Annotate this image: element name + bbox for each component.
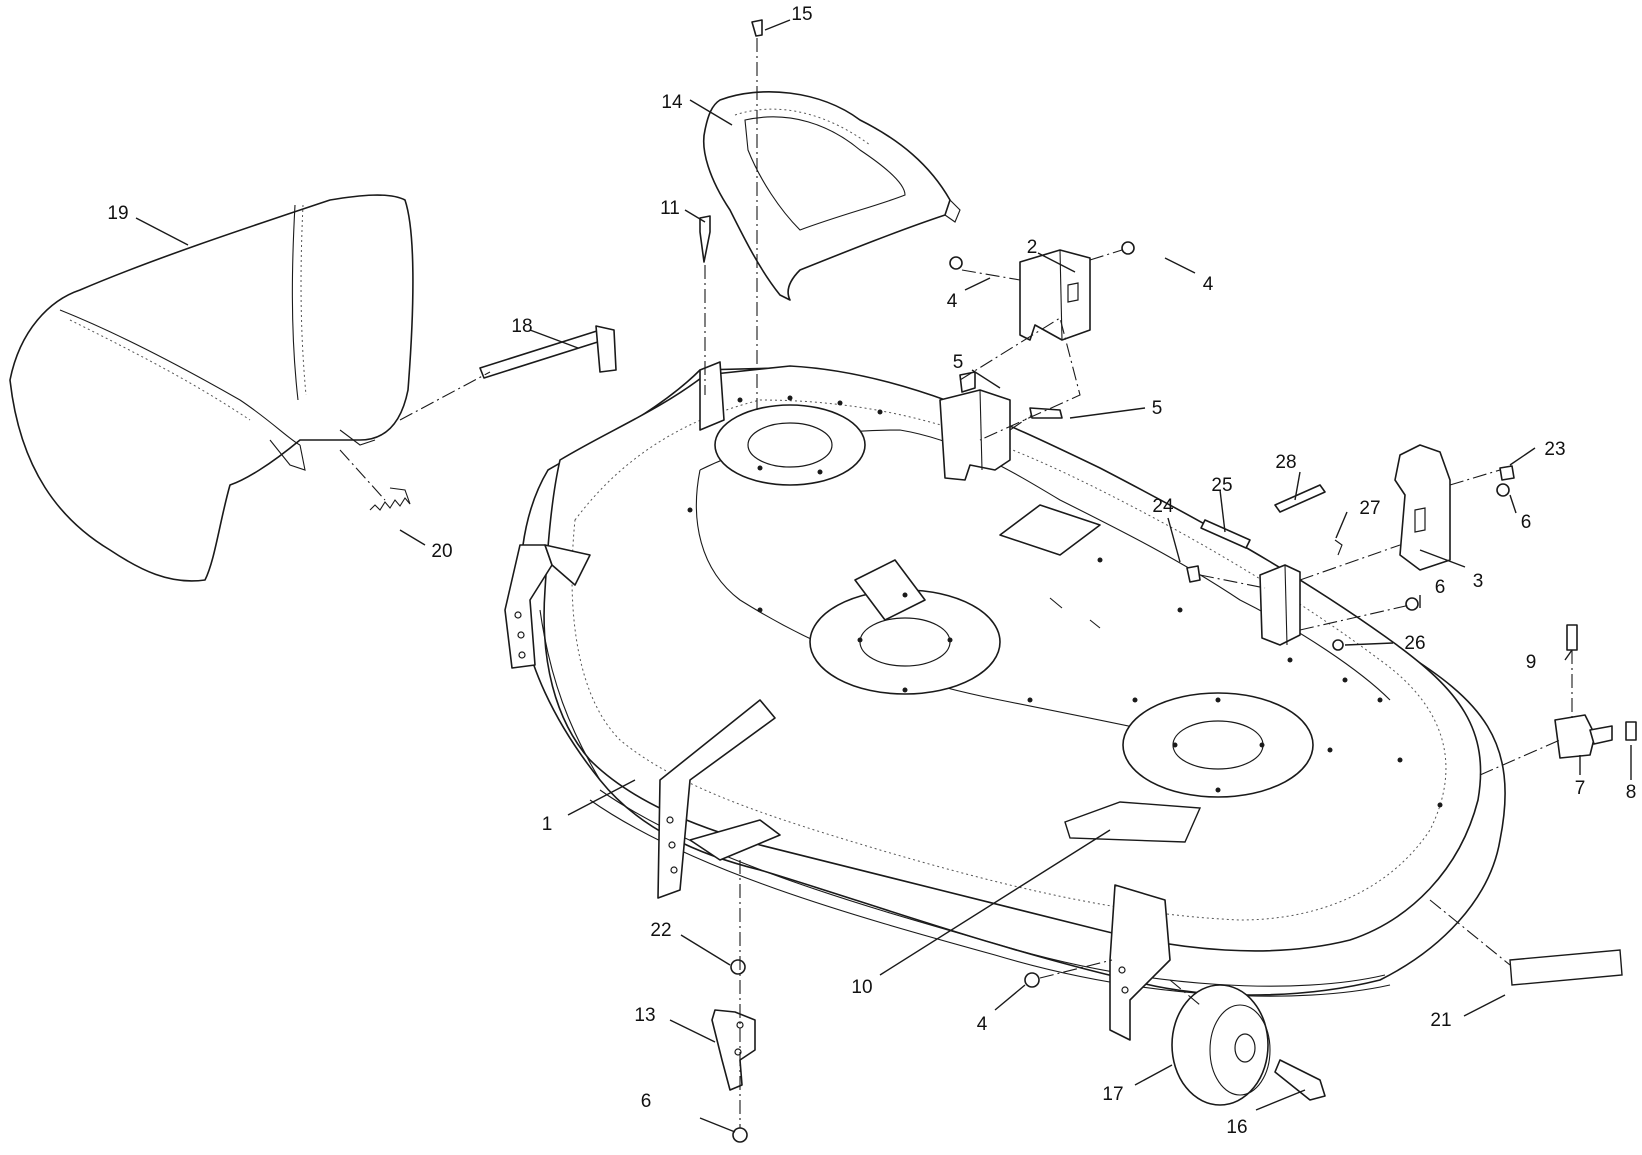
- assembly-lines: [339, 38, 1573, 1128]
- callout-25: 25: [1211, 475, 1232, 496]
- callout-11: 11: [660, 198, 680, 219]
- callout-17: 17: [1102, 1084, 1123, 1105]
- callout-9: 9: [1526, 652, 1537, 673]
- callout-28: 28: [1275, 452, 1296, 473]
- deck-decal: [1064, 801, 1202, 843]
- pin-5b: [1029, 407, 1063, 419]
- callout-27: 27: [1359, 498, 1380, 519]
- screw-15: [751, 19, 763, 37]
- pin-5a: [959, 371, 976, 393]
- bolt-24: [1186, 565, 1201, 583]
- nut-6a: [1496, 483, 1510, 497]
- callout-23: 23: [1544, 439, 1565, 460]
- front-hitch-bracket-left: [504, 544, 591, 669]
- callout-4a: 4: [947, 291, 958, 312]
- callout-14: 14: [661, 92, 683, 113]
- callout-19: 19: [107, 203, 128, 224]
- callout-26: 26: [1404, 633, 1425, 654]
- decal-21: [1509, 949, 1623, 986]
- bracket-26: [1259, 564, 1301, 646]
- callout-15: 15: [791, 4, 812, 25]
- callout-5a: 5: [953, 352, 964, 373]
- gauge-wheel-bracket: [1109, 884, 1171, 1041]
- wheel-bolt-16: [1274, 1059, 1326, 1101]
- nut-4c: [1024, 972, 1040, 988]
- callout-4c: 4: [977, 1014, 988, 1035]
- chute-pivot-rod: [479, 325, 617, 379]
- nut-22: [730, 959, 746, 975]
- belt-cover: [702, 91, 961, 301]
- cotter-27: [1334, 539, 1343, 556]
- callout-21: 21: [1430, 1010, 1451, 1031]
- bolt-23: [1499, 465, 1515, 481]
- callout-24: 24: [1152, 496, 1174, 517]
- callout-7: 7: [1575, 778, 1586, 799]
- callout-6c: 6: [641, 1091, 652, 1112]
- callout-8: 8: [1626, 782, 1637, 803]
- bracket-13: [711, 1009, 756, 1091]
- callout-10: 10: [851, 977, 872, 998]
- zerk-8: [1625, 721, 1637, 741]
- bracket-3: [1394, 444, 1451, 571]
- callout-3: 3: [1473, 571, 1484, 592]
- callout-labels: 1 2 3 4 4 4 5 5 6 6 6 7 8 9 10 11 13 14 …: [107, 4, 1636, 1138]
- deck-bolt-holes: [687, 395, 1443, 808]
- washer-26: [1332, 639, 1344, 651]
- chute-spring: [369, 487, 411, 511]
- gauge-wheel: [1171, 984, 1271, 1106]
- discharge-chute: [9, 194, 414, 582]
- mount-bracket-5: [939, 389, 1011, 481]
- nut-4a: [949, 256, 963, 270]
- nut-4b: [1121, 241, 1135, 255]
- callout-5b: 5: [1152, 398, 1163, 419]
- callout-leaders: [135, 19, 1632, 1133]
- fitting-7: [1554, 714, 1613, 759]
- idler-bracket-2: [1019, 249, 1091, 341]
- callout-2: 2: [1027, 237, 1038, 258]
- nut-6c: [732, 1127, 748, 1143]
- bolt-11: [699, 215, 711, 263]
- callout-1: 1: [542, 814, 553, 835]
- callout-20: 20: [431, 541, 452, 562]
- callout-4b: 4: [1203, 274, 1214, 295]
- pin-25: [1200, 519, 1251, 549]
- nut-6b: [1405, 597, 1419, 611]
- callout-22: 22: [650, 920, 671, 941]
- clip-28: [1274, 484, 1326, 513]
- front-hitch-bracket-right: [657, 699, 781, 899]
- bolt-9: [1566, 624, 1578, 651]
- callout-18: 18: [511, 316, 532, 337]
- callout-13: 13: [634, 1005, 655, 1026]
- callout-6b: 6: [1435, 577, 1446, 598]
- callout-16: 16: [1226, 1117, 1247, 1138]
- mower-deck-shell: [519, 361, 1506, 997]
- callout-6a: 6: [1521, 512, 1532, 533]
